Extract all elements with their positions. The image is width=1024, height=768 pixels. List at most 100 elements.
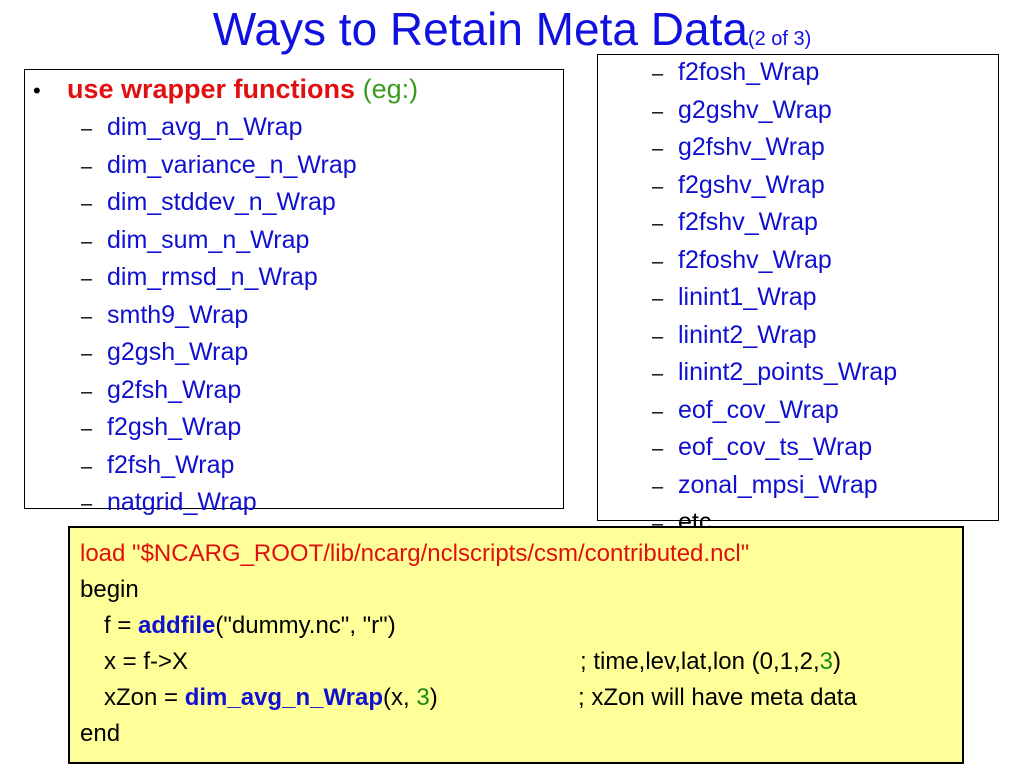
list-item-label: f2gsh_Wrap [107,413,242,441]
list-item-label: g2gshv_Wrap [678,95,832,124]
list-item: –dim_variance_n_Wrap [81,148,357,186]
list-item: –linint2_points_Wrap [652,355,897,393]
list-item: –g2gsh_Wrap [81,335,357,373]
list-item-label: f2fshv_Wrap [678,208,818,236]
right-list-box: –f2fosh_Wrap–g2gshv_Wrap–g2fshv_Wrap–f2g… [597,54,999,536]
code-xzon-fn: dim_avg_n_Wrap [184,684,384,711]
dash-icon: – [652,250,664,273]
list-item-label: linint2_points_Wrap [678,358,898,386]
list-item: –linint1_Wrap [652,280,897,318]
dash-icon: – [81,230,93,253]
dash-icon: – [81,305,93,328]
list-item: –eof_cov_Wrap [652,393,897,431]
left-function-list: –dim_avg_n_Wrap–dim_variance_n_Wrap–dim_… [81,110,357,523]
code-line-xzon: xZon = dim_avg_n_Wrap(x, 3) ; xZon will … [104,684,954,714]
list-item: –f2fosh_Wrap [652,55,897,93]
dash-icon: – [81,155,93,178]
dash-icon: – [652,400,664,423]
list-item: –dim_rmsd_n_Wrap [81,260,357,298]
list-item-label: smth9_Wrap [107,300,249,329]
list-item-label: eof_cov_Wrap [678,395,839,424]
list-item: –g2fsh_Wrap [81,373,357,411]
title-main: Ways to Retain Meta Data [212,3,748,55]
list-item-label: natgrid_Wrap [107,488,257,516]
slide-title: Ways to Retain Meta Data(2 of 3) [0,2,1024,56]
list-item-label: eof_cov_ts_Wrap [678,433,873,461]
list-item: –f2fsh_Wrap [81,448,357,486]
dash-icon: – [652,325,664,348]
list-item: –natgrid_Wrap [81,485,357,523]
dash-icon: – [81,455,93,478]
dash-icon: – [81,343,93,365]
list-item-label: linint2_Wrap [678,320,817,349]
dash-icon: – [81,418,93,440]
list-item-label: dim_variance_n_Wrap [107,150,357,179]
list-item: –zonal_mpsi_Wrap [652,468,897,506]
code-xzon-args: (x, [383,684,417,711]
code-x-dim: 3 [819,648,834,675]
list-item-label: g2fsh_Wrap [107,375,242,404]
list-item: –f2foshv_Wrap [652,243,897,281]
dash-icon: – [652,175,664,198]
list-item: –f2gshv_Wrap [652,168,897,206]
code-addfile-post: ("dummy.nc", "r") [215,612,396,639]
code-addfile-fn: addfile [138,612,216,639]
title-sub: (2 of 3) [747,28,812,50]
dash-icon: – [81,493,93,515]
list-item-label: dim_stddev_n_Wrap [107,188,336,216]
dash-icon: – [81,193,93,215]
list-item: –g2gshv_Wrap [652,93,897,131]
code-line-x: x = f->X ; time,lev,lat,lon (0,1,2,3) [104,648,954,678]
list-item-label: dim_rmsd_n_Wrap [107,263,318,291]
dash-icon: – [81,268,93,290]
list-item-label: g2fshv_Wrap [678,133,825,161]
code-x-comment: ; time,lev,lat,lon (0,1,2,3) [580,648,841,676]
dash-icon: – [652,63,664,85]
list-item-label: linint1_Wrap [678,283,817,311]
code-line-load: load "$NCARG_ROOT/lib/ncarg/nclscripts/c… [80,540,750,567]
list-item: –f2gsh_Wrap [81,410,357,448]
bullet-heading-text: use wrapper functions [67,74,356,104]
right-function-list: –f2fosh_Wrap–g2gshv_Wrap–g2fshv_Wrap–f2g… [652,55,897,543]
code-line-begin: begin [80,576,139,603]
left-list-box: •use wrapper functions (eg:) –dim_avg_n_… [24,69,564,516]
list-item-label: dim_avg_n_Wrap [107,113,303,141]
dash-icon: – [652,363,664,385]
code-xzon-comment: ; xZon will have meta data [578,684,857,711]
dash-icon: – [652,138,664,160]
list-item: –dim_stddev_n_Wrap [81,185,357,223]
dash-icon: – [652,100,664,123]
code-line-addfile: f = addfile("dummy.nc", "r") [104,612,396,640]
list-item-label: zonal_mpsi_Wrap [678,470,878,499]
list-item-label: dim_sum_n_Wrap [107,225,310,254]
bullet-heading-eg: (eg:) [362,74,419,104]
dash-icon: – [81,118,93,140]
dash-icon: – [652,213,664,235]
list-item: –f2fshv_Wrap [652,205,897,243]
bullet-heading: • use wrapper functions (eg:) [33,70,418,110]
bullet-icon: • [33,78,41,103]
dash-icon: – [81,380,93,403]
code-example-box: load "$NCARG_ROOT/lib/ncarg/nclscripts/c… [68,526,964,764]
code-x-close: ) [833,648,842,675]
list-item-label: f2fosh_Wrap [678,58,820,86]
list-item-label: f2foshv_Wrap [678,245,832,274]
code-xzon-call: xZon = dim_avg_n_Wrap(x, 3) [104,684,438,712]
code-line-end: end [80,720,121,747]
dash-icon: – [652,513,664,535]
code-xzon-close: ) [429,684,438,711]
code-xzon-dim: 3 [416,684,430,711]
code-x-comment-text: ; time,lev,lat,lon (0,1,2, [580,648,820,675]
list-item: –dim_sum_n_Wrap [81,223,357,261]
list-item: –linint2_Wrap [652,318,897,356]
list-item: –g2fshv_Wrap [652,130,897,168]
dash-icon: – [652,438,664,460]
dash-icon: – [652,475,664,498]
list-item: –smth9_Wrap [81,298,357,336]
list-item-label: f2fsh_Wrap [107,450,235,479]
list-item: –eof_cov_ts_Wrap [652,430,897,468]
dash-icon: – [652,288,664,310]
code-addfile-pre: f = [104,612,139,639]
list-item-label: g2gsh_Wrap [107,338,249,366]
code-xzon-pre: xZon = [104,684,185,711]
